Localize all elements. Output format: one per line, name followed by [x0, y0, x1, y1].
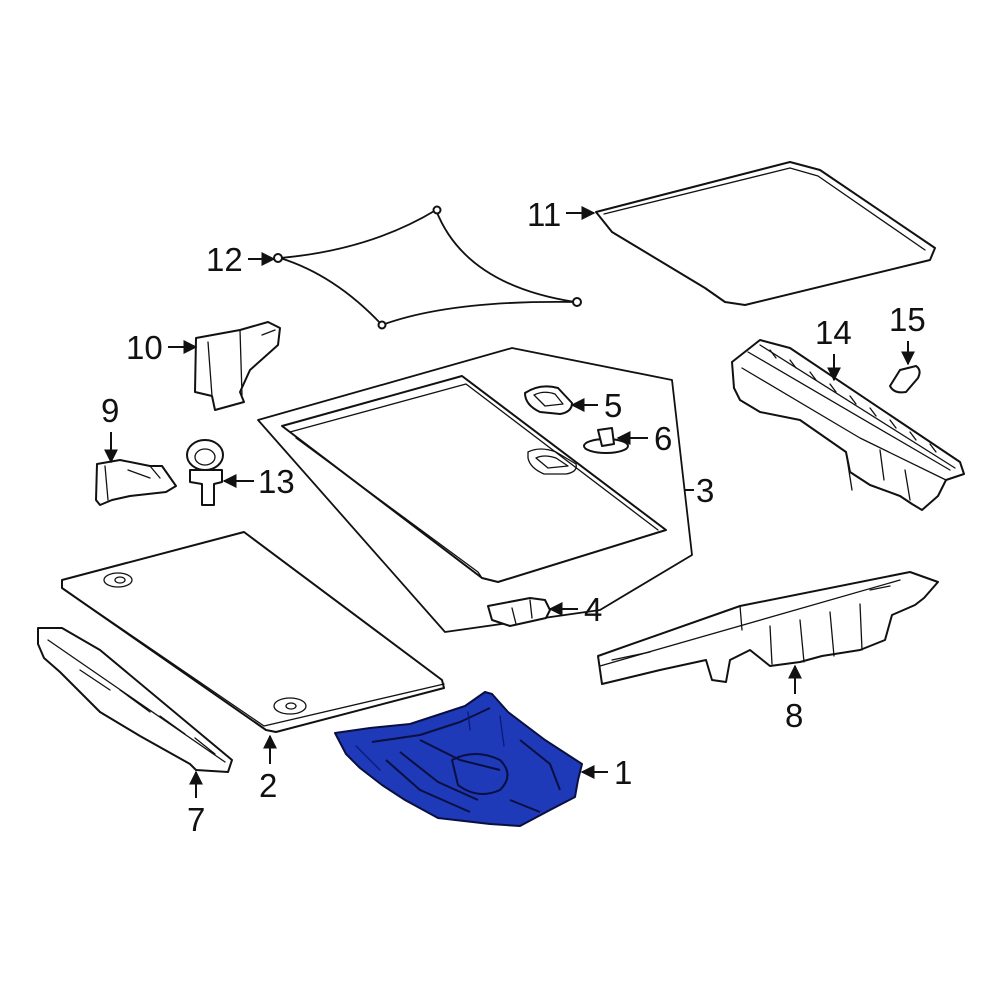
part-6-clip[interactable]	[583, 427, 629, 454]
callout-14: 14	[815, 314, 852, 382]
part-3-group-outline	[257, 347, 693, 633]
part-9-bracket[interactable]	[95, 459, 177, 506]
callout-10: 10	[126, 329, 198, 366]
part-4-bracket[interactable]	[487, 597, 551, 627]
part-7-sill-panel[interactable]	[37, 627, 233, 773]
callout-label: 4	[584, 591, 602, 628]
part-10-bracket[interactable]	[194, 321, 281, 411]
callout-label: 6	[654, 420, 672, 457]
callout-9: 9	[101, 392, 119, 464]
part-13-tie-down-hook[interactable]	[186, 439, 224, 506]
part-11-cargo-cover[interactable]	[595, 161, 936, 306]
callout-2: 2	[259, 734, 277, 804]
callout-label: 10	[126, 329, 163, 366]
part-3-load-floor[interactable]	[281, 375, 667, 583]
part-8-rear-panel[interactable]	[597, 571, 939, 685]
callout-8: 8	[785, 664, 803, 734]
callout-13: 13	[222, 463, 295, 500]
part-2-floor-mat[interactable]	[61, 531, 445, 733]
callout-label: 15	[889, 301, 926, 338]
part-5-handle[interactable]	[524, 385, 573, 415]
callout-label: 7	[187, 801, 205, 838]
part-1-storage-tray[interactable]	[334, 691, 583, 827]
callout-3: 3	[684, 472, 714, 509]
callout-11: 11	[527, 196, 596, 233]
callout-label: 3	[696, 472, 714, 509]
callout-label: 14	[815, 314, 852, 351]
callout-4: 4	[548, 591, 602, 628]
part-12-cargo-net[interactable]	[273, 205, 582, 330]
callout-label: 5	[604, 387, 622, 424]
part-14-sill-trim[interactable]	[731, 339, 965, 511]
callout-label: 11	[527, 196, 561, 233]
callout-5: 5	[570, 387, 622, 424]
part-15-clip[interactable]	[889, 365, 921, 394]
callout-label: 1	[614, 754, 632, 791]
callout-1: 1	[580, 754, 632, 791]
callout-label: 12	[206, 241, 243, 278]
callout-7: 7	[187, 770, 205, 838]
callout-label: 8	[785, 697, 803, 734]
callout-15: 15	[889, 301, 926, 366]
callout-label: 2	[259, 767, 277, 804]
callout-label: 13	[258, 463, 295, 500]
callout-label: 9	[101, 392, 119, 429]
callout-12: 12	[206, 241, 276, 278]
callout-6: 6	[616, 420, 672, 457]
